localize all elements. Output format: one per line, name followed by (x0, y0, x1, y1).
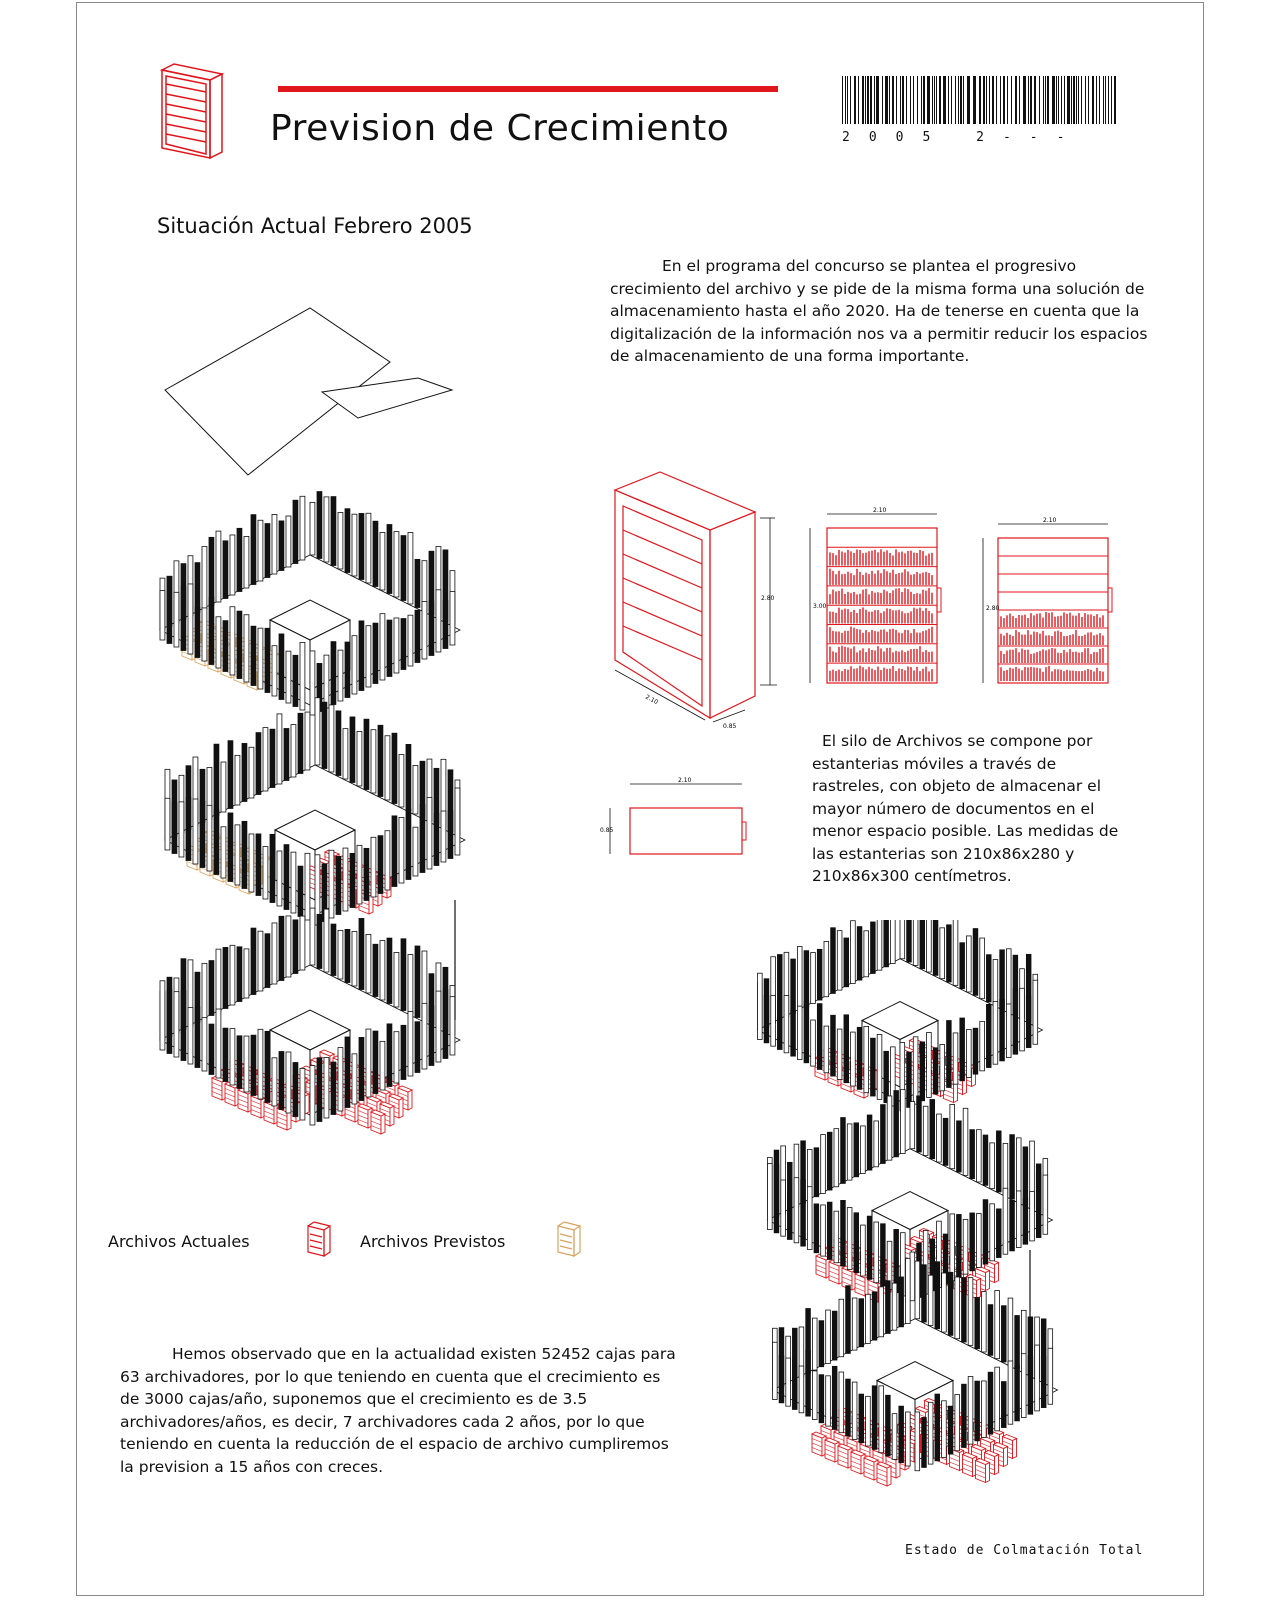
intro-paragraph: En el programa del concurso se plantea e… (610, 257, 1148, 365)
isometric-shelf (613, 471, 757, 720)
page-title: Prevision de Crecimiento (270, 108, 730, 149)
iso-height-label: 2.80 (761, 595, 775, 602)
iso-depth-label: 0.85 (723, 723, 737, 730)
legend-planned-swatch-icon (557, 1221, 581, 1258)
barcode-number: 2005 2--- (842, 130, 1084, 145)
iso-width-label: 2.10 (644, 694, 659, 707)
elev-a-height-label: 3.00 (813, 603, 827, 610)
section-subtitle: Situación Actual Febrero 2005 (157, 214, 473, 238)
page-frame (76, 2, 1204, 1596)
current-state-axonometric (159, 307, 466, 1135)
plan-depth-label: 0.85 (600, 827, 614, 834)
legend-planned-label: Archivos Previstos (360, 1232, 506, 1251)
shelf-elevations-drawing: 2.80 2.10 0.85 2.10 3.00 2.10 2.80 (613, 471, 1113, 730)
observation-paragraph: Hemos observado que en la actualidad exi… (120, 1345, 676, 1476)
plan-width-label: 2.10 (678, 777, 692, 784)
header-accent-bar (278, 86, 778, 92)
barcode-icon (842, 76, 1116, 124)
legend-current-label: Archivos Actuales (108, 1232, 250, 1251)
elevation-280: 2.10 2.80 (982, 517, 1113, 684)
silo-paragraph: El silo de Archivos se compone por estan… (812, 732, 1119, 885)
elev-a-width-label: 2.10 (873, 507, 887, 514)
shelf-logo-icon (160, 63, 225, 160)
full-capacity-axonometric (756, 920, 1059, 1487)
shelf-plan-drawing: 2.10 0.85 (600, 777, 747, 855)
elevation-300: 2.10 3.00 (809, 507, 942, 684)
footer-caption: Estado de Colmatación Total (905, 1543, 1144, 1558)
elev-b-height-label: 2.80 (986, 605, 1000, 612)
elev-b-width-label: 2.10 (1043, 517, 1057, 524)
legend-current-swatch-icon (307, 1221, 331, 1258)
